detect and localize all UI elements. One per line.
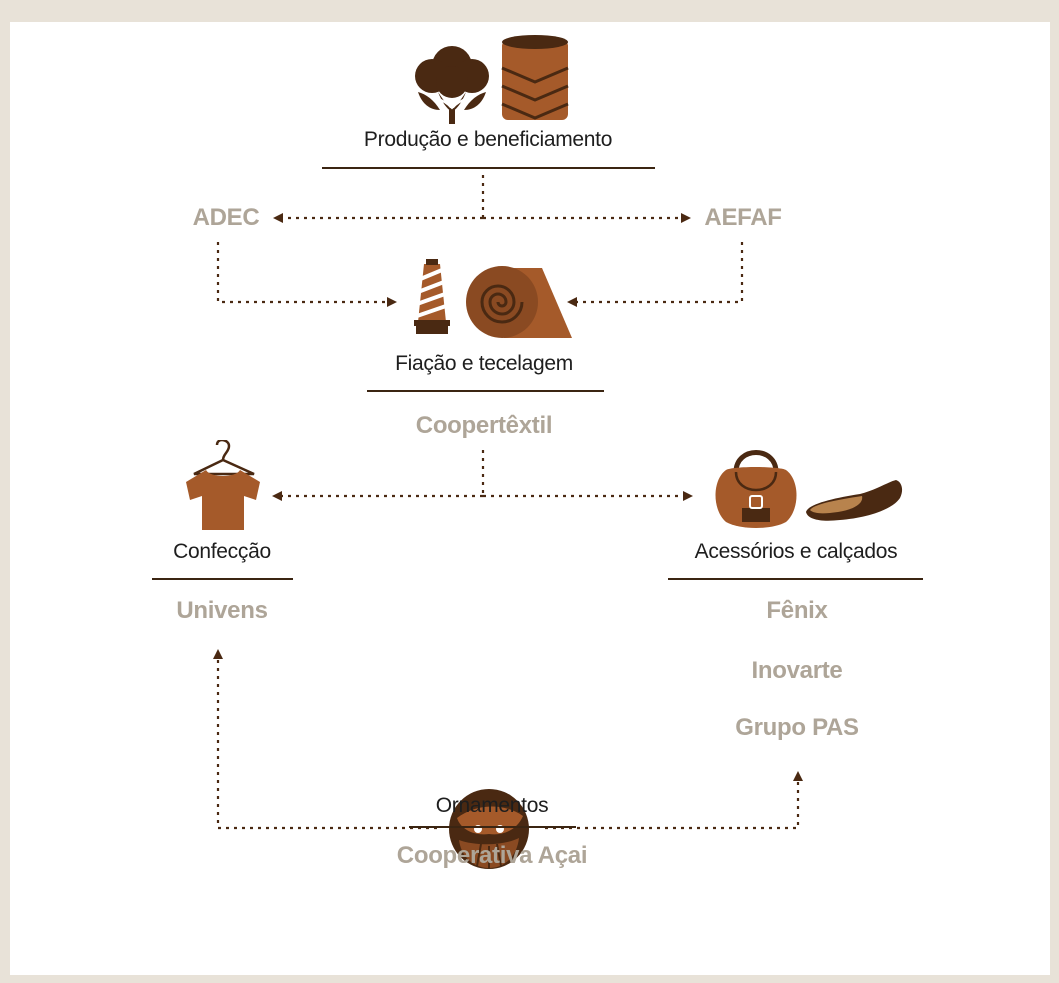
handbag-icon [715, 450, 797, 528]
org-univens: Univens [176, 597, 268, 624]
layered-fabric-icon [501, 35, 569, 120]
stage-rule-clothing [152, 578, 293, 580]
cotton-flower-icon [415, 46, 489, 124]
connector-ornaments-to-univens [213, 649, 437, 830]
stage-rule-accessories [668, 578, 923, 580]
stage-label-ornaments: Ornamentos [435, 794, 549, 817]
org-inovarte: Inovarte [751, 657, 843, 684]
flat-shoe-icon [806, 480, 903, 521]
stage-label-production: Produção e beneficiamento [363, 128, 613, 151]
thread-spool-icon [414, 259, 450, 334]
org-cooperativa-acai: Cooperativa Açai [396, 842, 588, 869]
org-grupo-pas: Grupo PAS [735, 714, 859, 741]
stage-label-spinning: Fiação e tecelagem [395, 352, 573, 375]
stage-rule-ornaments [409, 826, 576, 828]
connector-aefaf-to-spinning [567, 242, 744, 307]
t-shirt-hanger-icon [186, 440, 260, 530]
stage-rule-production [322, 167, 655, 169]
stage-rule-spinning [367, 390, 604, 392]
org-coopertextil: Coopertêxtil [415, 412, 553, 439]
connector-ornaments-to-grupo-pas [545, 771, 803, 830]
org-adec: ADEC [192, 204, 260, 231]
connector-adec-to-spinning [216, 242, 397, 307]
fabric-roll-icon [466, 266, 572, 338]
org-aefaf: AEFAF [704, 204, 782, 231]
stage-label-accessories: Acessórios e calçados [694, 540, 898, 563]
stage-label-clothing: Confecção [173, 540, 271, 563]
org-fenix: Fênix [766, 597, 828, 624]
